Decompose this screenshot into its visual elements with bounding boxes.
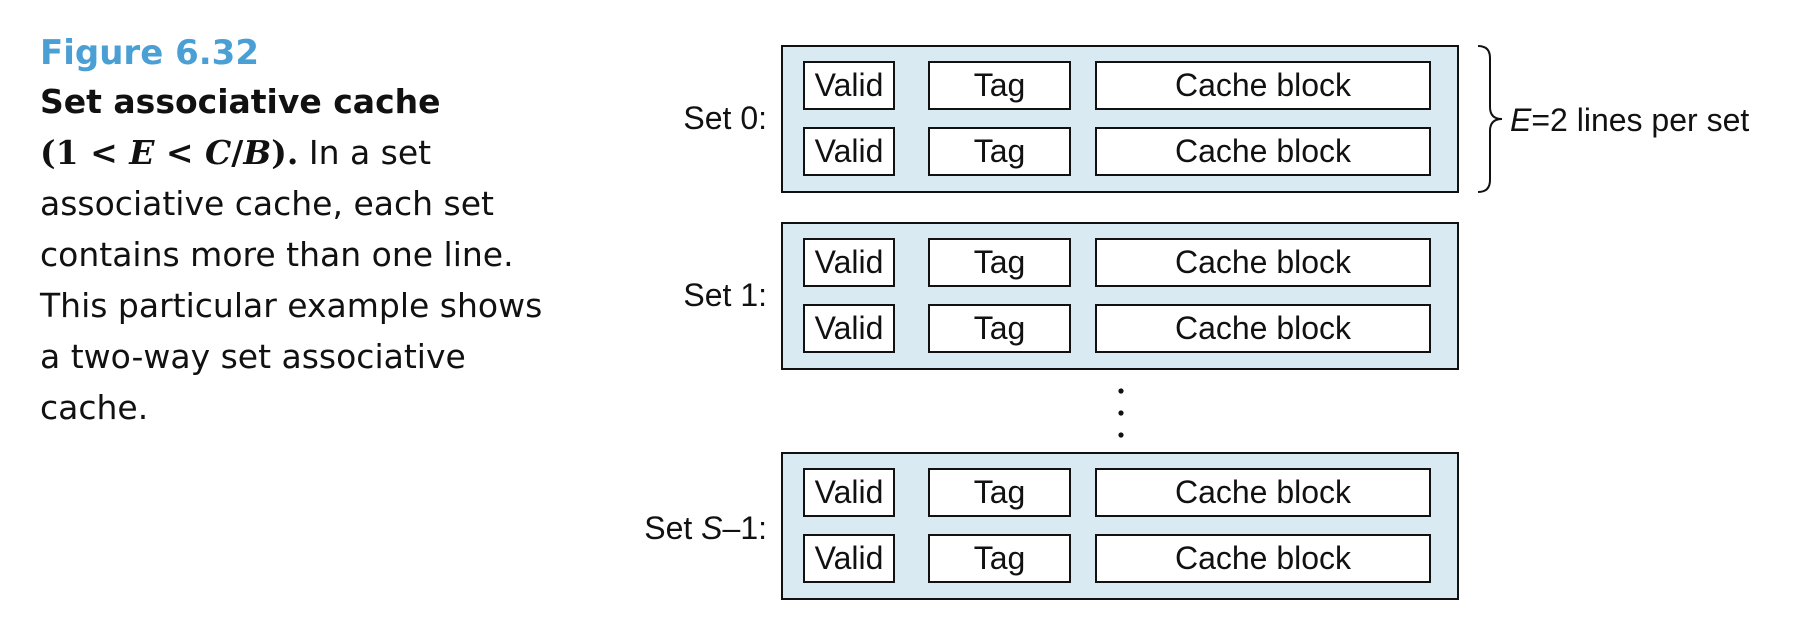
- tag-field: Tag: [928, 61, 1071, 110]
- cache-set-0: Valid Tag Cache block Valid Tag Cache bl…: [781, 45, 1459, 193]
- condition-c: C: [205, 133, 232, 172]
- cache-block: Cache block: [1095, 238, 1431, 287]
- tag-field: Tag: [928, 238, 1071, 287]
- condition-mid: <: [154, 133, 205, 172]
- condition-close: ).: [271, 133, 299, 172]
- cache-set-last: Valid Tag Cache block Valid Tag Cache bl…: [781, 452, 1459, 600]
- tag-field: Tag: [928, 468, 1071, 517]
- condition-slash: /: [231, 133, 244, 172]
- cache-set-1: Valid Tag Cache block Valid Tag Cache bl…: [781, 222, 1459, 370]
- condition-open: (1 <: [40, 133, 130, 172]
- vertical-ellipsis-icon: [1118, 388, 1124, 438]
- condition-e: E: [129, 133, 155, 172]
- condition-b: B: [243, 133, 272, 172]
- set-label-1: Set 1:: [683, 277, 767, 313]
- caption-condition: (1 < E < C/B).: [40, 133, 298, 172]
- figure-caption: Figure 6.32 Set associative cache (1 < E…: [40, 30, 560, 433]
- cache-block: Cache block: [1095, 468, 1431, 517]
- set-label-0: Set 0:: [683, 100, 767, 136]
- valid-bit: Valid: [803, 468, 895, 517]
- valid-bit: Valid: [803, 127, 895, 176]
- valid-bit: Valid: [803, 534, 895, 583]
- cache-block: Cache block: [1095, 61, 1431, 110]
- tag-field: Tag: [928, 534, 1071, 583]
- tag-field: Tag: [928, 127, 1071, 176]
- set-label-last: Set S–1:: [644, 510, 767, 546]
- cache-block: Cache block: [1095, 127, 1431, 176]
- valid-bit: Valid: [803, 61, 895, 110]
- caption-body: In a set associative cache, each set con…: [40, 133, 543, 427]
- lines-per-set-label: E=2 lines per set: [1510, 102, 1749, 139]
- tag-field: Tag: [928, 304, 1071, 353]
- valid-bit: Valid: [803, 238, 895, 287]
- lines-per-set-var: E: [1510, 102, 1532, 138]
- right-brace-icon: [1477, 45, 1503, 193]
- caption-text: Set associative cache (1 < E < C/B). In …: [40, 76, 560, 433]
- valid-bit: Valid: [803, 304, 895, 353]
- lines-per-set-text: =2 lines per set: [1531, 102, 1750, 138]
- cache-block: Cache block: [1095, 534, 1431, 583]
- cache-block: Cache block: [1095, 304, 1431, 353]
- figure-number: Figure 6.32: [40, 33, 259, 73]
- caption-title: Set associative cache: [40, 82, 441, 121]
